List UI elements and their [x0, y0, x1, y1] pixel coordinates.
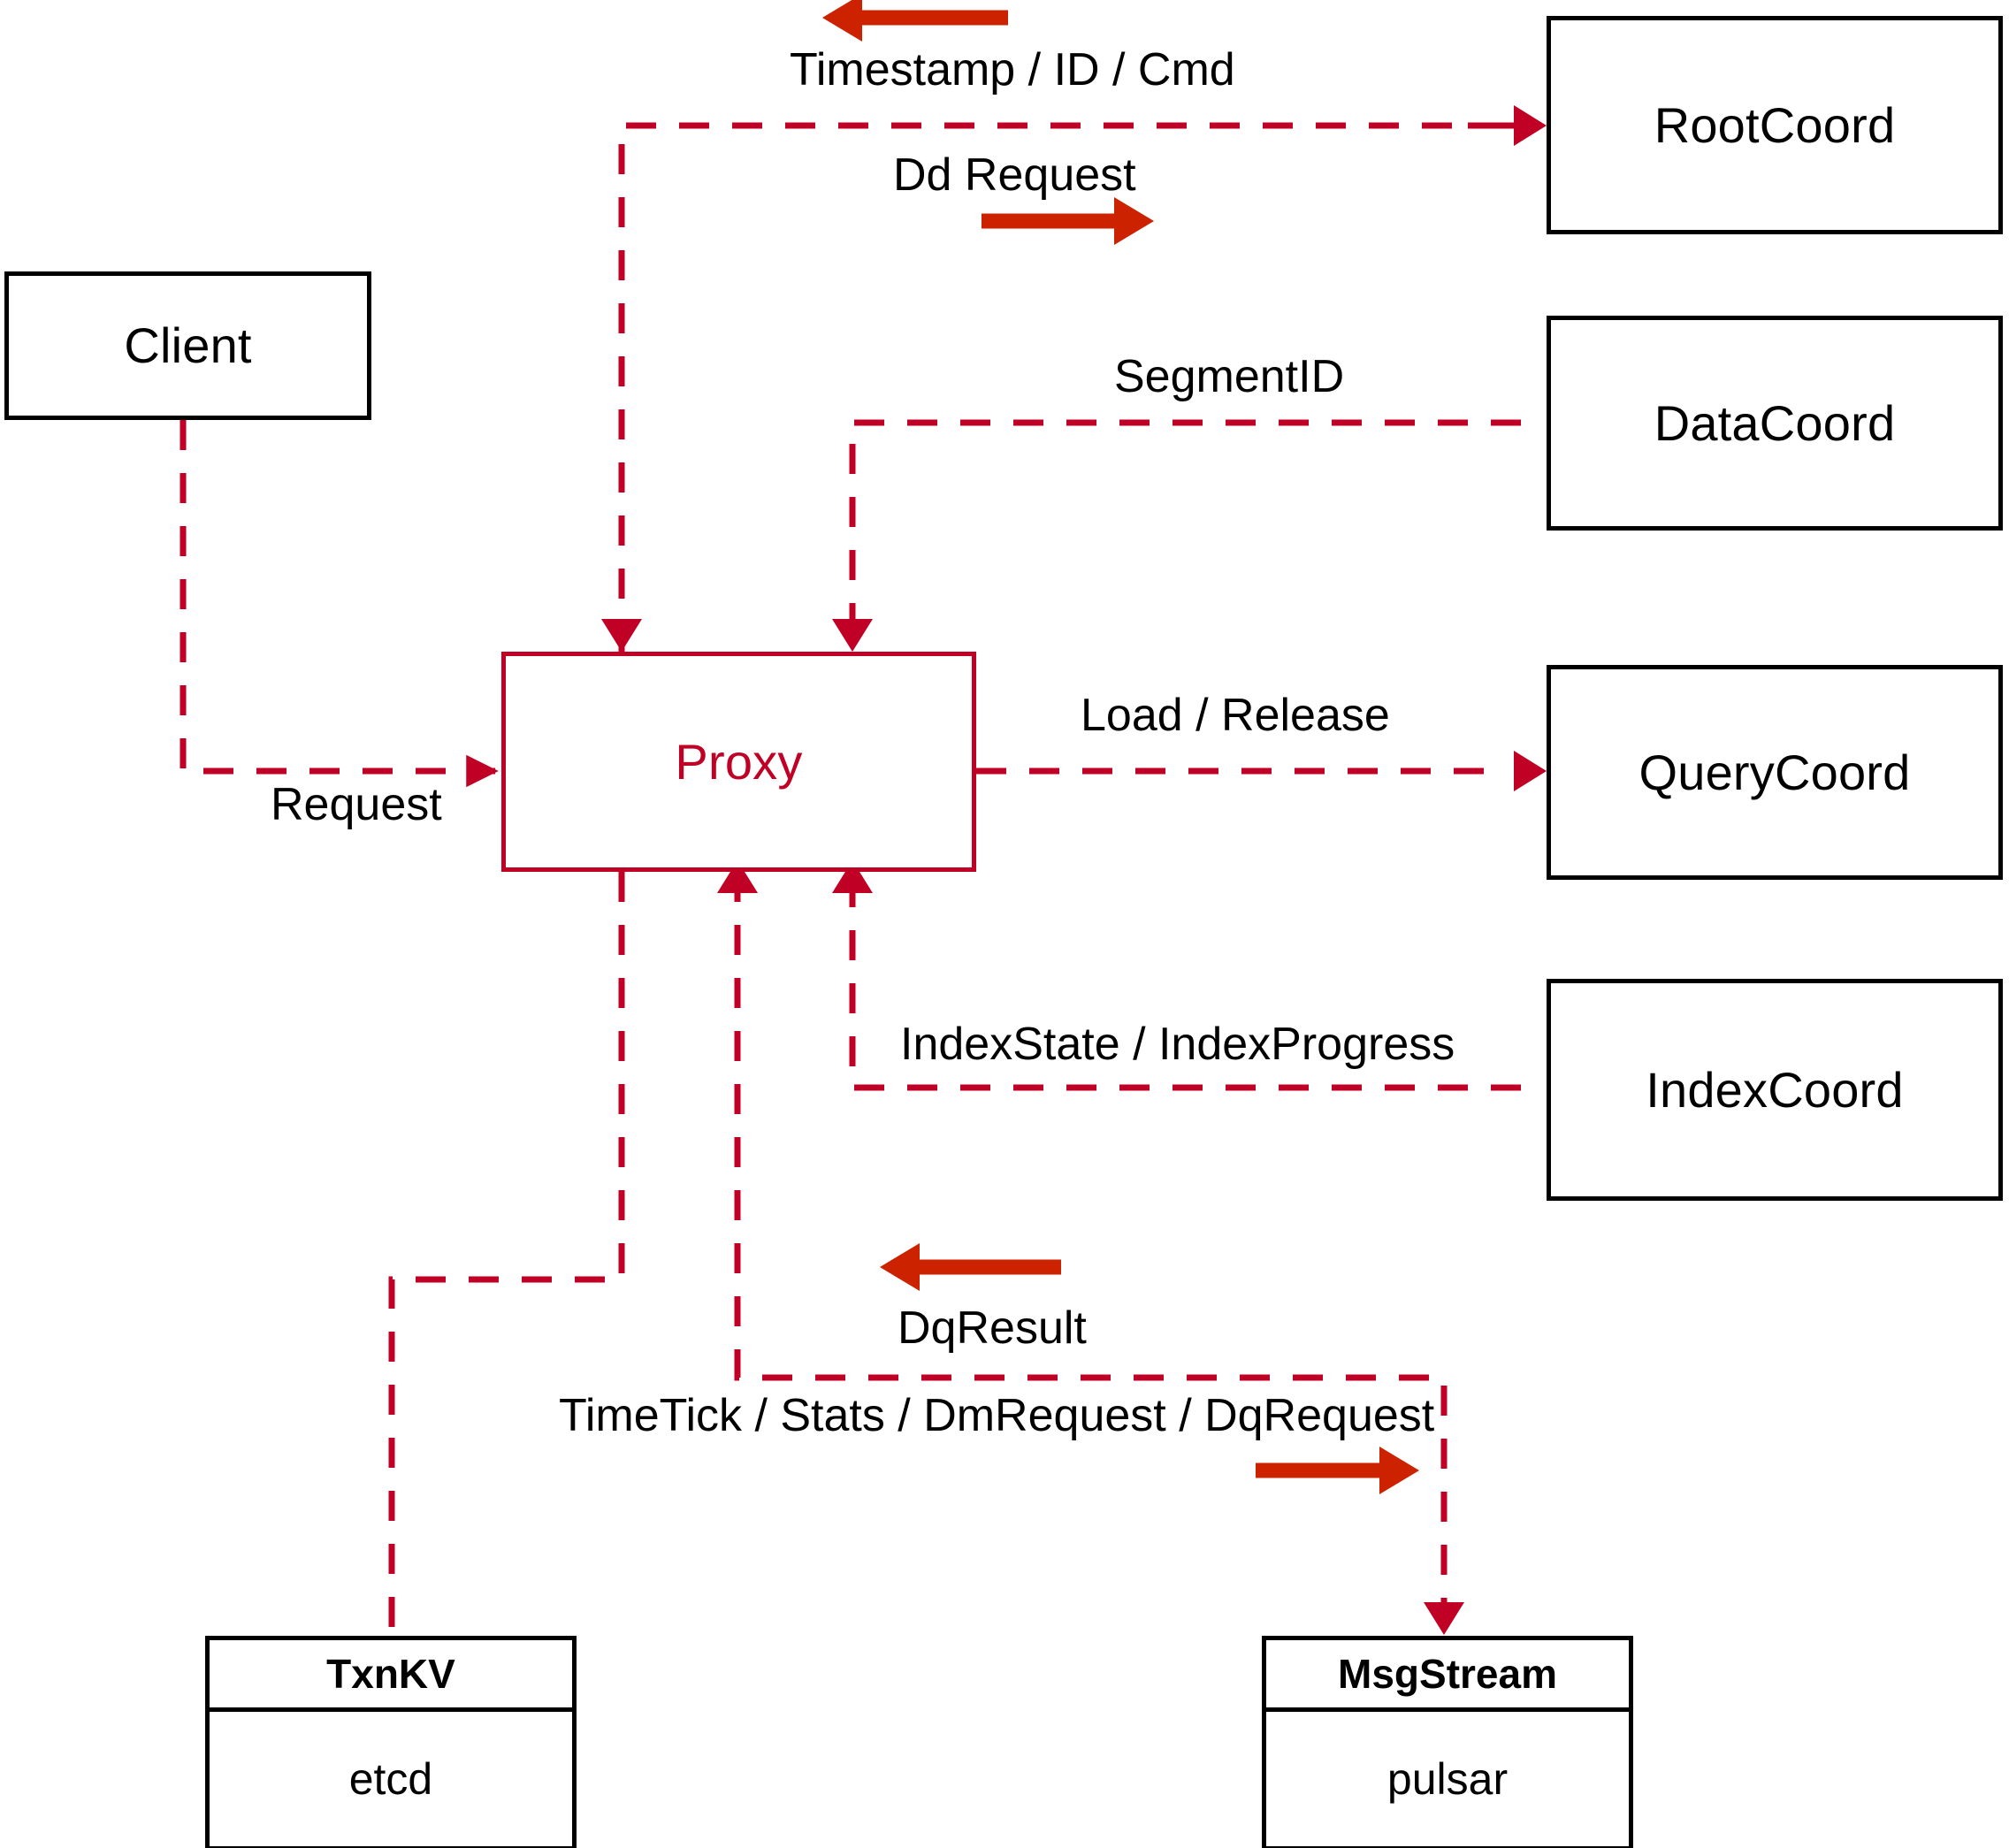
direction-arrow-dqresult: [880, 1243, 1061, 1291]
edge-label-request: Request: [271, 779, 442, 830]
node-rootcoord[interactable]: RootCoord: [1547, 16, 2003, 234]
edge-proxy-to-msgstream: [717, 860, 1464, 1635]
node-proxy-label: Proxy: [675, 733, 803, 790]
direction-arrow-timestamp: [822, 0, 1008, 42]
node-txnkv-body: etcd: [348, 1754, 433, 1804]
node-rootcoord-label: RootCoord: [1654, 96, 1896, 153]
direction-arrow-timetick: [1256, 1447, 1419, 1494]
edge-client-to-proxy: [180, 420, 499, 788]
node-proxy[interactable]: Proxy: [501, 652, 976, 872]
edge-label-dd-request: Dd Request: [893, 149, 1136, 201]
node-client[interactable]: Client: [4, 271, 371, 420]
edge-label-timestamp-id-cmd: Timestamp / ID / Cmd: [790, 44, 1235, 95]
node-indexcoord[interactable]: IndexCoord: [1547, 979, 2003, 1201]
node-client-label: Client: [124, 317, 252, 373]
node-msgstream-body: pulsar: [1386, 1754, 1509, 1804]
node-datacoord[interactable]: DataCoord: [1547, 316, 2003, 531]
node-datacoord-label: DataCoord: [1654, 394, 1896, 451]
node-querycoord[interactable]: QueryCoord: [1547, 665, 2003, 880]
node-msgstream[interactable]: MsgStream pulsar: [1262, 1636, 1633, 1848]
edge-proxy-to-txnkv: [388, 872, 625, 1636]
node-querycoord-label: QueryCoord: [1639, 744, 1911, 800]
edge-proxy-to-querycoord: [976, 751, 1547, 791]
edge-proxy-to-rootcoord: [601, 105, 1547, 652]
node-txnkv[interactable]: TxnKV etcd: [205, 1636, 577, 1848]
node-msgstream-header: MsgStream: [1266, 1640, 1629, 1712]
node-indexcoord-label: IndexCoord: [1646, 1061, 1904, 1118]
edge-datacoord-to-proxy: [832, 419, 1521, 652]
direction-arrow-ddrequest: [982, 197, 1154, 245]
edge-label-index-state-progress: IndexState / IndexProgress: [900, 1019, 1455, 1070]
edge-label-dq-result: DqResult: [898, 1302, 1087, 1354]
edge-label-timetick-stats: TimeTick / Stats / DmRequest / DqRequest: [559, 1390, 1435, 1441]
node-txnkv-header: TxnKV: [210, 1640, 572, 1712]
edge-label-load-release: Load / Release: [1081, 690, 1390, 741]
edge-label-segment-id: SegmentID: [1114, 351, 1345, 402]
edge-indexcoord-to-proxy: [832, 860, 1521, 1091]
